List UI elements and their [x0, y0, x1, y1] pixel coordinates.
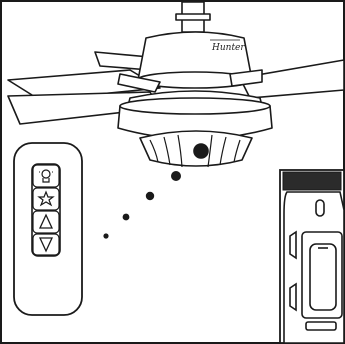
- holder-bottom-tab: [306, 322, 336, 330]
- holder-battery: [310, 244, 336, 310]
- fan-canopy-collar: [176, 14, 210, 20]
- remote-fan-button[interactable]: [33, 188, 59, 210]
- signal-dot: [146, 192, 154, 200]
- fan-ir-receiver: [194, 144, 208, 158]
- fan-brand-label: Hunter: [211, 43, 245, 53]
- remote-light-button[interactable]: [33, 165, 59, 187]
- signal-dot: [171, 171, 181, 181]
- holder-clip-left: [290, 232, 296, 258]
- signal-dot: [103, 233, 108, 238]
- remote-up-button[interactable]: [33, 211, 59, 233]
- remote-control: [14, 143, 82, 315]
- holder-screw-slot: [316, 200, 324, 216]
- fan-light-kit-rim: [120, 98, 270, 114]
- holder-clip-left-lower: [290, 284, 296, 310]
- remote-wall-holder: [280, 170, 344, 343]
- signal-dot: [123, 214, 130, 221]
- holder-mount-top: [283, 172, 341, 190]
- remote-down-button[interactable]: [33, 234, 59, 255]
